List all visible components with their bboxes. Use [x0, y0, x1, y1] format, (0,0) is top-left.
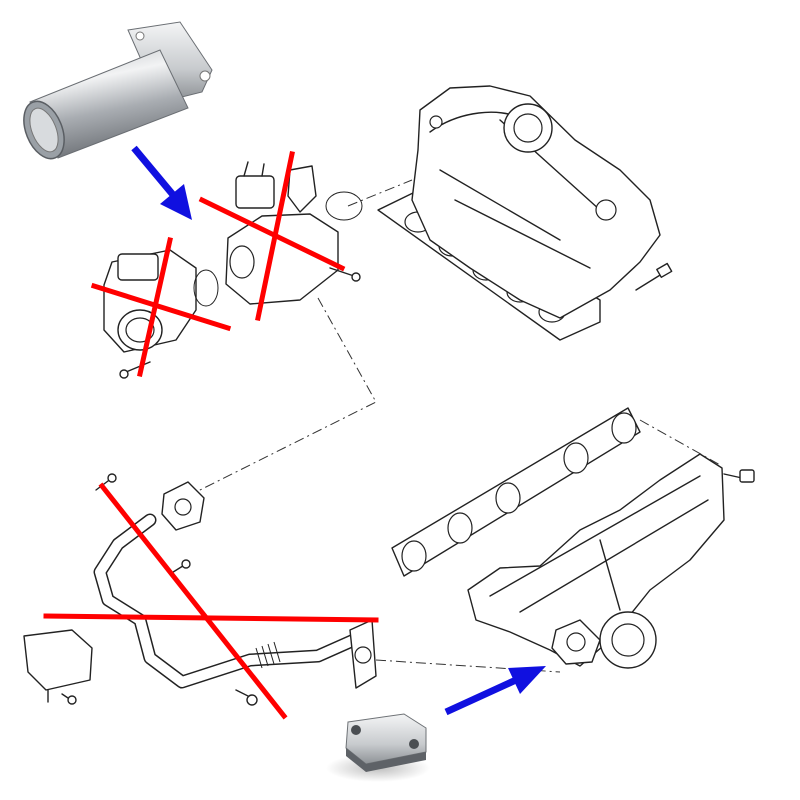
egr-valve-drawing	[225, 161, 413, 305]
egr-pipe-drawing	[23, 473, 561, 706]
removal-cross-pipe-a	[98, 482, 288, 720]
arrow-pipe-to-egr	[131, 145, 192, 220]
removal-cross-egr-b	[255, 151, 295, 321]
intake-manifold-drawing	[377, 85, 673, 341]
removal-cross-pipe-b	[43, 613, 379, 623]
blanking-plate-photo	[326, 713, 430, 782]
exhaust-manifold-drawing	[391, 407, 755, 669]
replacement-pipe-photo	[23, 21, 213, 160]
arrow-plate-to-manifold	[444, 666, 546, 716]
removal-cross-throttle-b	[137, 237, 173, 377]
removal-cross-egr-a	[198, 196, 346, 272]
removal-marks	[43, 151, 379, 720]
removal-cross-throttle-a	[90, 282, 232, 332]
